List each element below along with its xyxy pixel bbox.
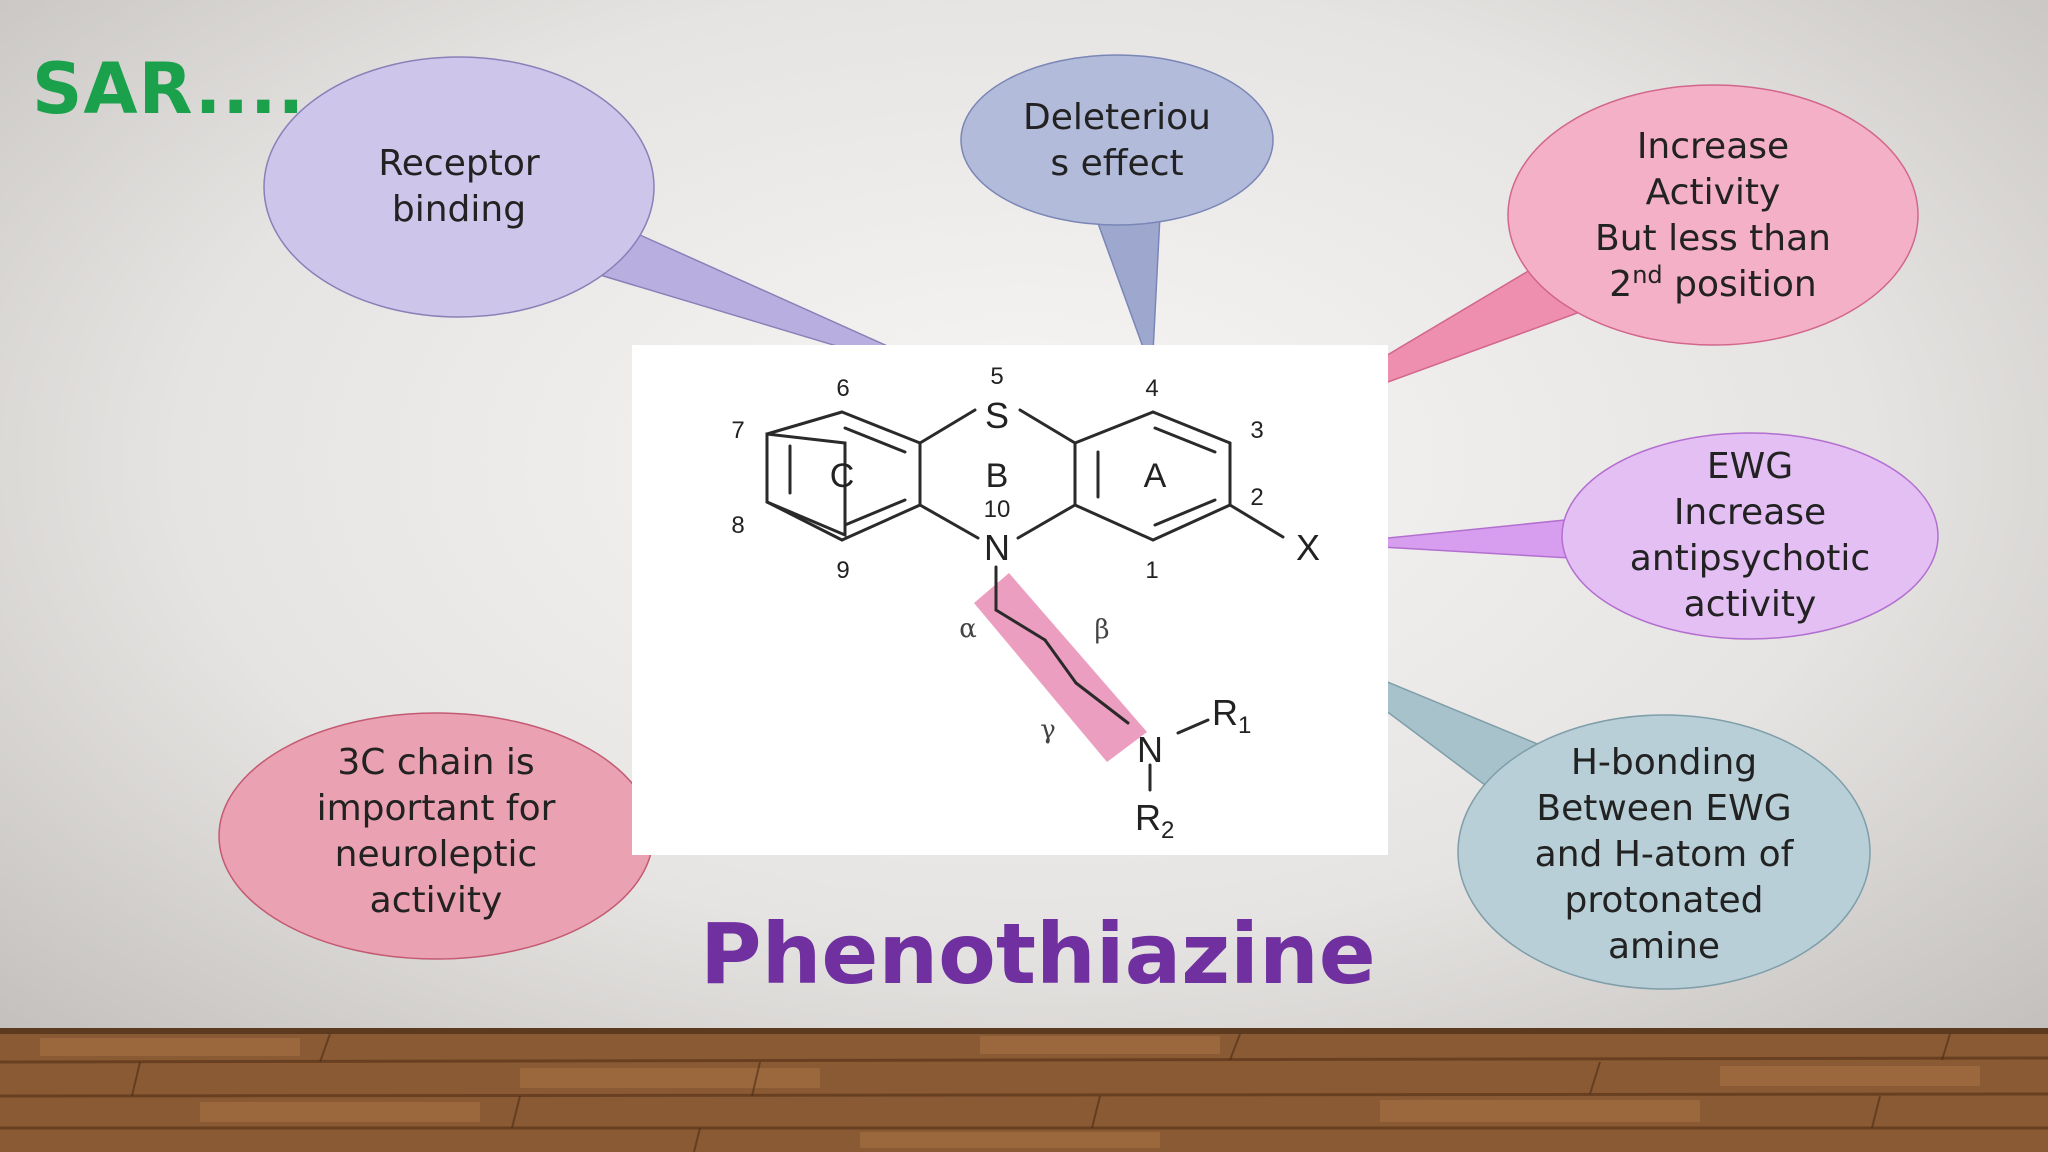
position-2: 2 [1250, 484, 1263, 511]
callout-line: important for [316, 788, 556, 829]
compound-name: Phenothiazine [700, 905, 1376, 1003]
callout-line: EWG [1706, 446, 1794, 487]
callout-line: Deleteriou [1023, 97, 1211, 138]
position-3: 3 [1250, 417, 1263, 444]
slide-title: SAR.... [32, 48, 306, 130]
chain-gamma: γ [1040, 715, 1056, 745]
position-1: 1 [1145, 557, 1158, 584]
callout-position3-text: Increase Activity But less than 2nd posi… [1553, 124, 1873, 308]
callout-line: Activity [1645, 172, 1781, 213]
ring-label-c: C [830, 457, 855, 495]
position-5: 5 [990, 363, 1003, 390]
atom-amine-nitrogen: N [1137, 729, 1163, 770]
ring-label-b: B [986, 457, 1009, 495]
position-9: 9 [836, 557, 849, 584]
callout-ewg [1329, 432, 1939, 640]
callout-receptor-binding-text: Receptor binding [309, 141, 609, 233]
callout-line: s effect [1050, 143, 1184, 184]
atom-nitrogen: N [984, 527, 1010, 568]
callout-hbond-text: H-bonding Between EWG and H-atom of prot… [1504, 740, 1824, 970]
callout-line: 2nd position [1609, 261, 1817, 305]
callout-position4-text: Deleteriou s effect [987, 95, 1247, 187]
callout-line: Increase [1636, 126, 1790, 167]
callout-line: activity [369, 880, 503, 921]
position-4: 4 [1145, 375, 1158, 402]
callout-line: Between EWG [1536, 788, 1792, 829]
position-6: 6 [836, 375, 849, 402]
chain-alpha: α [959, 614, 977, 644]
callout-line: amine [1607, 926, 1721, 967]
callout-line: 3C chain is [337, 742, 535, 783]
atom-x: X [1296, 527, 1320, 568]
callout-line: neuroleptic [334, 834, 538, 875]
atom-r1: R1 [1212, 692, 1251, 739]
callout-chain-text: 3C chain is important for neuroleptic ac… [276, 740, 596, 924]
callout-line: protonated [1564, 880, 1764, 921]
position-8: 8 [731, 512, 744, 539]
callout-ewg-text: EWG Increase antipsychotic activity [1600, 444, 1900, 628]
callout-line: and H-atom of [1534, 834, 1794, 875]
callout-line: H-bonding [1570, 742, 1758, 783]
callout-line: activity [1683, 584, 1817, 625]
ring-label-a: A [1144, 457, 1167, 495]
callout-line: Increase [1673, 492, 1827, 533]
position-10: 10 [984, 496, 1011, 523]
callout-position4 [960, 54, 1274, 373]
chain-beta: β [1094, 615, 1109, 645]
position-7: 7 [731, 417, 744, 444]
phenothiazine-structure: S N X N R1 R2 C B A 1 2 3 4 5 6 7 8 9 10… [632, 345, 1388, 855]
atom-r2: R2 [1135, 797, 1174, 844]
callout-line: Receptor [378, 143, 540, 184]
wooden-floor [0, 1028, 2048, 1152]
callout-line: But less than [1595, 218, 1831, 259]
callout-line: binding [391, 189, 527, 230]
callout-line: antipsychotic [1629, 538, 1871, 579]
atom-sulfur: S [985, 395, 1009, 436]
chain-highlight [974, 573, 1147, 762]
